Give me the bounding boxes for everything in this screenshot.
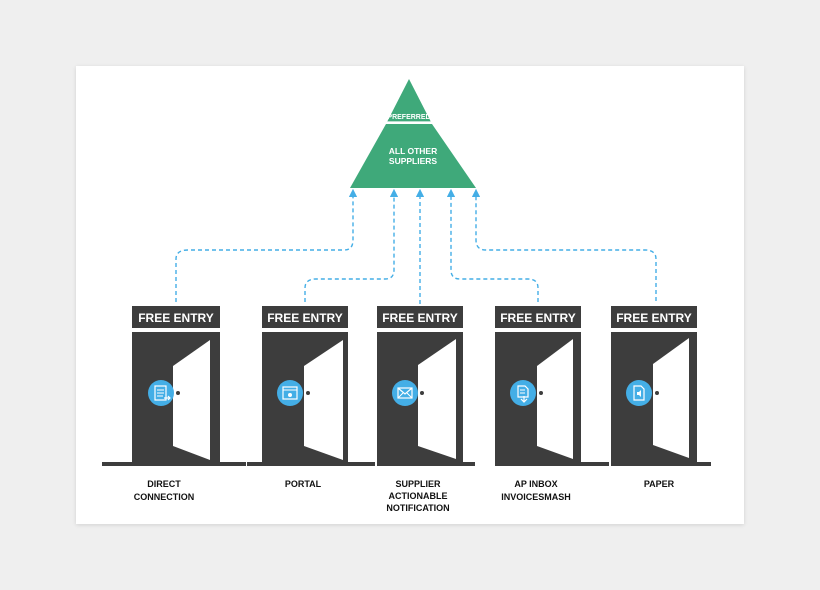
pyramid-other-label-line-2: SUPPLIERS (389, 156, 438, 166)
door-knob (176, 391, 180, 395)
free-entry-sign-text: FREE ENTRY (382, 311, 458, 325)
entry-label-line-1: DIRECT (147, 479, 181, 489)
browser-window-icon (277, 380, 303, 406)
connectors (175, 188, 657, 304)
free-entry-sign-text: FREE ENTRY (616, 311, 692, 325)
open-door-panel (304, 340, 343, 460)
door-paper: FREE ENTRY PAPER (611, 306, 711, 489)
connector-portal (304, 188, 399, 302)
door-supplier-notification: FREE ENTRY SUPPLIER ACTIONABLE NOTIFICAT… (377, 306, 475, 513)
door-ap-inbox: FREE ENTRY AP INBOX INVOICESMASH (495, 306, 609, 502)
door-knob (539, 391, 543, 395)
supplier-pyramid: PREFERRED ALL OTHER SUPPLIERS (350, 79, 476, 188)
pyramid-other-tier (350, 124, 476, 188)
free-entry-sign (495, 306, 581, 328)
floor-line (102, 462, 246, 466)
open-door-panel (653, 338, 689, 458)
floor-line (495, 462, 609, 466)
diagram-card: PREFERRED ALL OTHER SUPPLIERS FREE ENTRY (76, 66, 744, 524)
floor-line (247, 462, 375, 466)
entry-label-line-1: AP INBOX (514, 479, 557, 489)
free-entry-sign-text: FREE ENTRY (500, 311, 576, 325)
open-door-panel (173, 340, 210, 460)
entry-label-line-1: PORTAL (285, 479, 322, 489)
free-entry-sign (377, 306, 463, 328)
floor-line (377, 462, 475, 466)
free-entry-sign (262, 306, 348, 328)
entry-label-line-2: CONNECTION (134, 492, 195, 502)
pyramid-other-label-line-1: ALL OTHER (389, 146, 437, 156)
free-entry-sign-text: FREE ENTRY (138, 311, 214, 325)
free-entry-sign (611, 306, 697, 328)
paper-document-icon (626, 380, 652, 406)
entry-label-line-1: SUPPLIER (395, 479, 441, 489)
free-entry-sign (132, 306, 220, 328)
floor-line (611, 462, 711, 466)
door-knob (655, 391, 659, 395)
door-knob (420, 391, 424, 395)
document-download-icon (510, 380, 536, 406)
door-knob (306, 391, 310, 395)
open-door-panel (537, 339, 573, 459)
door-direct-connection: FREE ENTRY DIRECT CONNECTION (102, 306, 246, 502)
connector-ap-inbox (446, 188, 539, 302)
entry-label-line-2: ACTIONABLE (389, 491, 448, 501)
supplier-entry-diagram: PREFERRED ALL OTHER SUPPLIERS FREE ENTRY (102, 79, 711, 513)
entry-label-line-2: INVOICESMASH (501, 492, 571, 502)
pyramid-preferred-tier (387, 79, 431, 122)
pyramid-preferred-label: PREFERRED (387, 114, 430, 121)
connector-direct-connection (175, 188, 358, 302)
door-portal: FREE ENTRY PORTAL (247, 306, 375, 489)
open-door-panel (418, 339, 456, 459)
envelope-icon (392, 380, 418, 406)
free-entry-sign-text: FREE ENTRY (267, 311, 343, 325)
entry-label-line-1: PAPER (644, 479, 675, 489)
connector-paper (471, 188, 657, 301)
document-arrow-icon (148, 380, 174, 406)
entry-label-line-3: NOTIFICATION (386, 503, 449, 513)
